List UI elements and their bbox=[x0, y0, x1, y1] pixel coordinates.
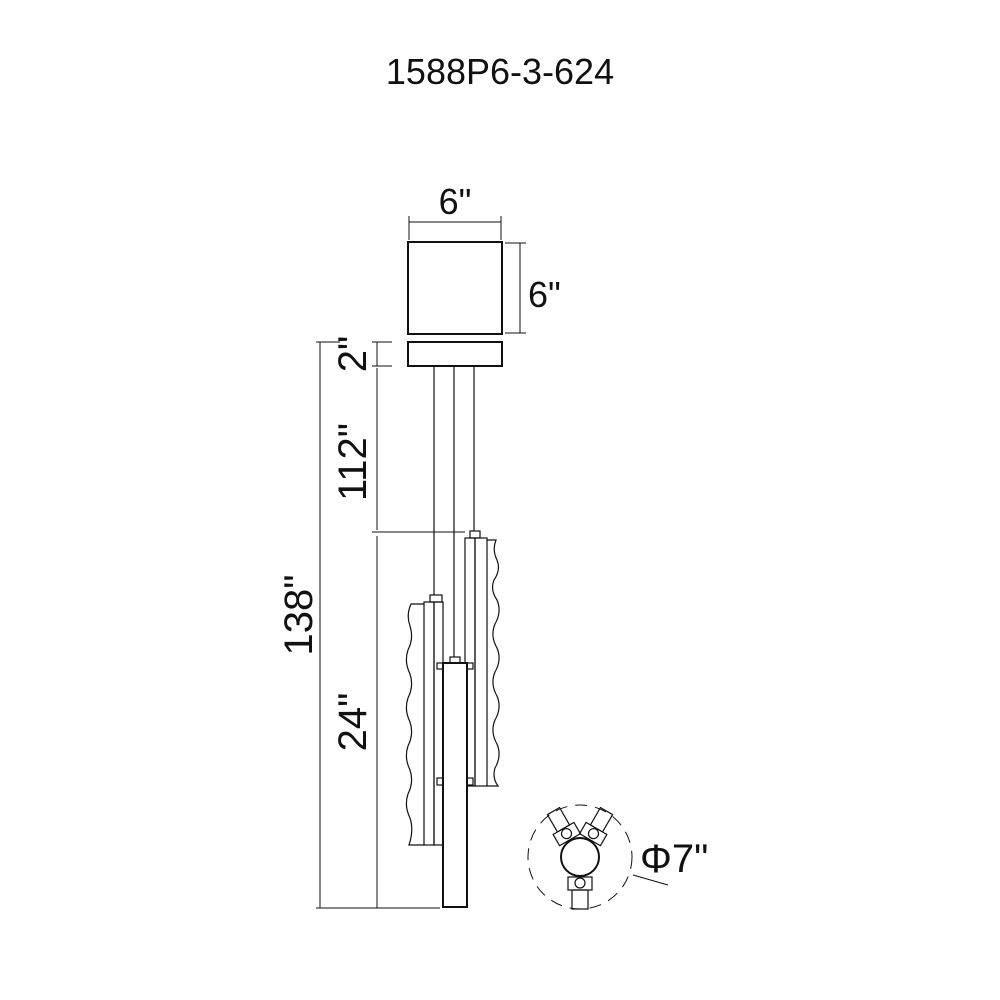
suspension-cables bbox=[433, 366, 475, 657]
canopy-width-dimension: 6" bbox=[408, 181, 502, 240]
canopy-height-label: 6" bbox=[528, 274, 561, 315]
fixture-height-label: 24" bbox=[331, 693, 375, 752]
right-crystal-panel bbox=[464, 530, 500, 787]
vertical-dimensions: 2" 112" 138" 24" bbox=[277, 336, 465, 909]
canopy-height-dimension: 6" bbox=[505, 242, 561, 334]
overall-height-label: 138" bbox=[277, 575, 321, 656]
canopy-plate bbox=[407, 341, 503, 367]
diameter-label: Φ7" bbox=[640, 837, 708, 881]
cable-length-label: 112" bbox=[331, 423, 375, 501]
canopy-box bbox=[407, 241, 503, 335]
top-view-diagram: Φ7" bbox=[527, 804, 708, 910]
canopy-width-label: 6" bbox=[439, 181, 472, 222]
model-title: 1588P6-3-624 bbox=[386, 51, 614, 92]
plate-height-label: 2" bbox=[331, 336, 375, 372]
center-light-bar bbox=[436, 656, 474, 908]
left-crystal-panel bbox=[405, 594, 444, 846]
